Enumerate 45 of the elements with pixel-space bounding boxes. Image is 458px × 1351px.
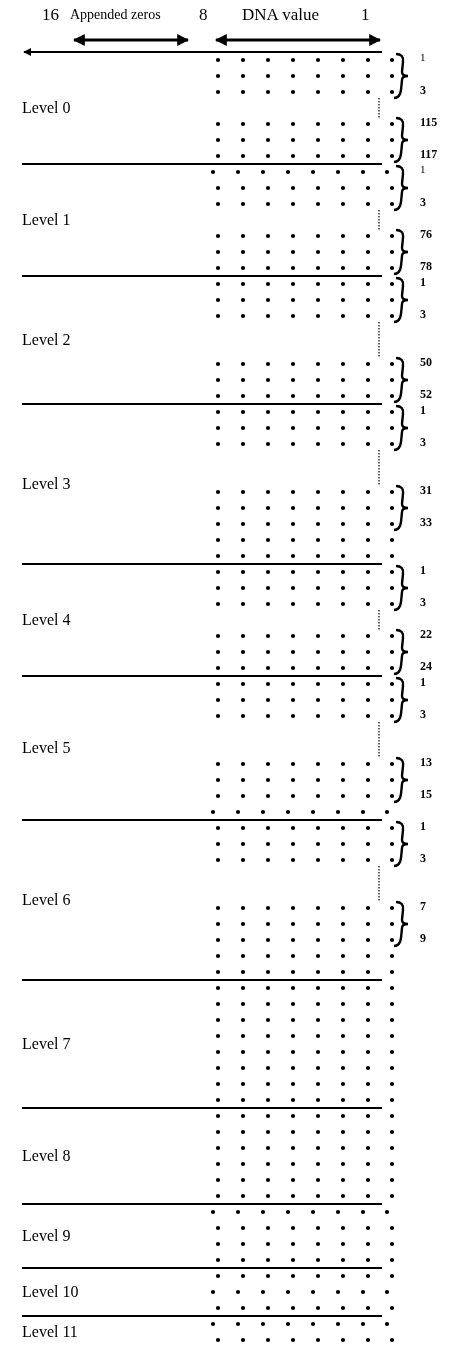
row-number: 15 (420, 788, 432, 800)
row-number: 1 (420, 564, 426, 576)
dimension-label: Appended zeros (70, 8, 161, 22)
row-number: 117 (420, 148, 438, 160)
row-number: 3 (420, 308, 426, 320)
level-label: Level 9 (22, 1228, 71, 1244)
level-label: Level 3 (22, 476, 71, 492)
bit-position-number: 16 (42, 6, 59, 23)
row-number: 3 (420, 708, 426, 720)
row-number: 1 (420, 820, 426, 832)
bit-position-number: 8 (199, 6, 208, 23)
row-number: 13 (420, 756, 432, 768)
level-label: Level 10 (22, 1284, 79, 1300)
level-label: Level 11 (22, 1324, 78, 1340)
row-number: 115 (420, 116, 438, 128)
row-number: 1 (420, 276, 426, 288)
row-number: 1 (420, 676, 426, 688)
level-label: Level 5 (22, 740, 71, 756)
row-number: 9 (420, 932, 426, 944)
level-label: Level 6 (22, 892, 71, 908)
row-number: 3 (420, 196, 426, 208)
row-number: 3 (420, 436, 426, 448)
level-label: Level 2 (22, 332, 71, 348)
dimension-label: DNA value (242, 6, 319, 23)
level-label: Level 8 (22, 1148, 71, 1164)
row-number: 3 (420, 84, 426, 96)
row-number: 1 (420, 404, 426, 416)
row-number: 3 (420, 596, 426, 608)
row-number: 31 (420, 484, 432, 496)
row-number: 33 (420, 516, 432, 528)
level-label: Level 7 (22, 1036, 71, 1052)
row-number: 7 (420, 900, 426, 912)
row-number: 50 (420, 356, 432, 368)
row-number: 78 (420, 260, 432, 272)
row-number: 52 (420, 388, 432, 400)
row-number: 1 (420, 52, 426, 63)
row-number: 3 (420, 852, 426, 864)
level-label: Level 4 (22, 612, 71, 628)
row-number: 24 (420, 660, 432, 672)
row-number: 76 (420, 228, 432, 240)
row-number: 1 (420, 164, 426, 175)
bit-position-number: 1 (361, 6, 370, 23)
level-label: Level 0 (22, 100, 71, 116)
row-number: 22 (420, 628, 432, 640)
level-label: Level 1 (22, 212, 71, 228)
